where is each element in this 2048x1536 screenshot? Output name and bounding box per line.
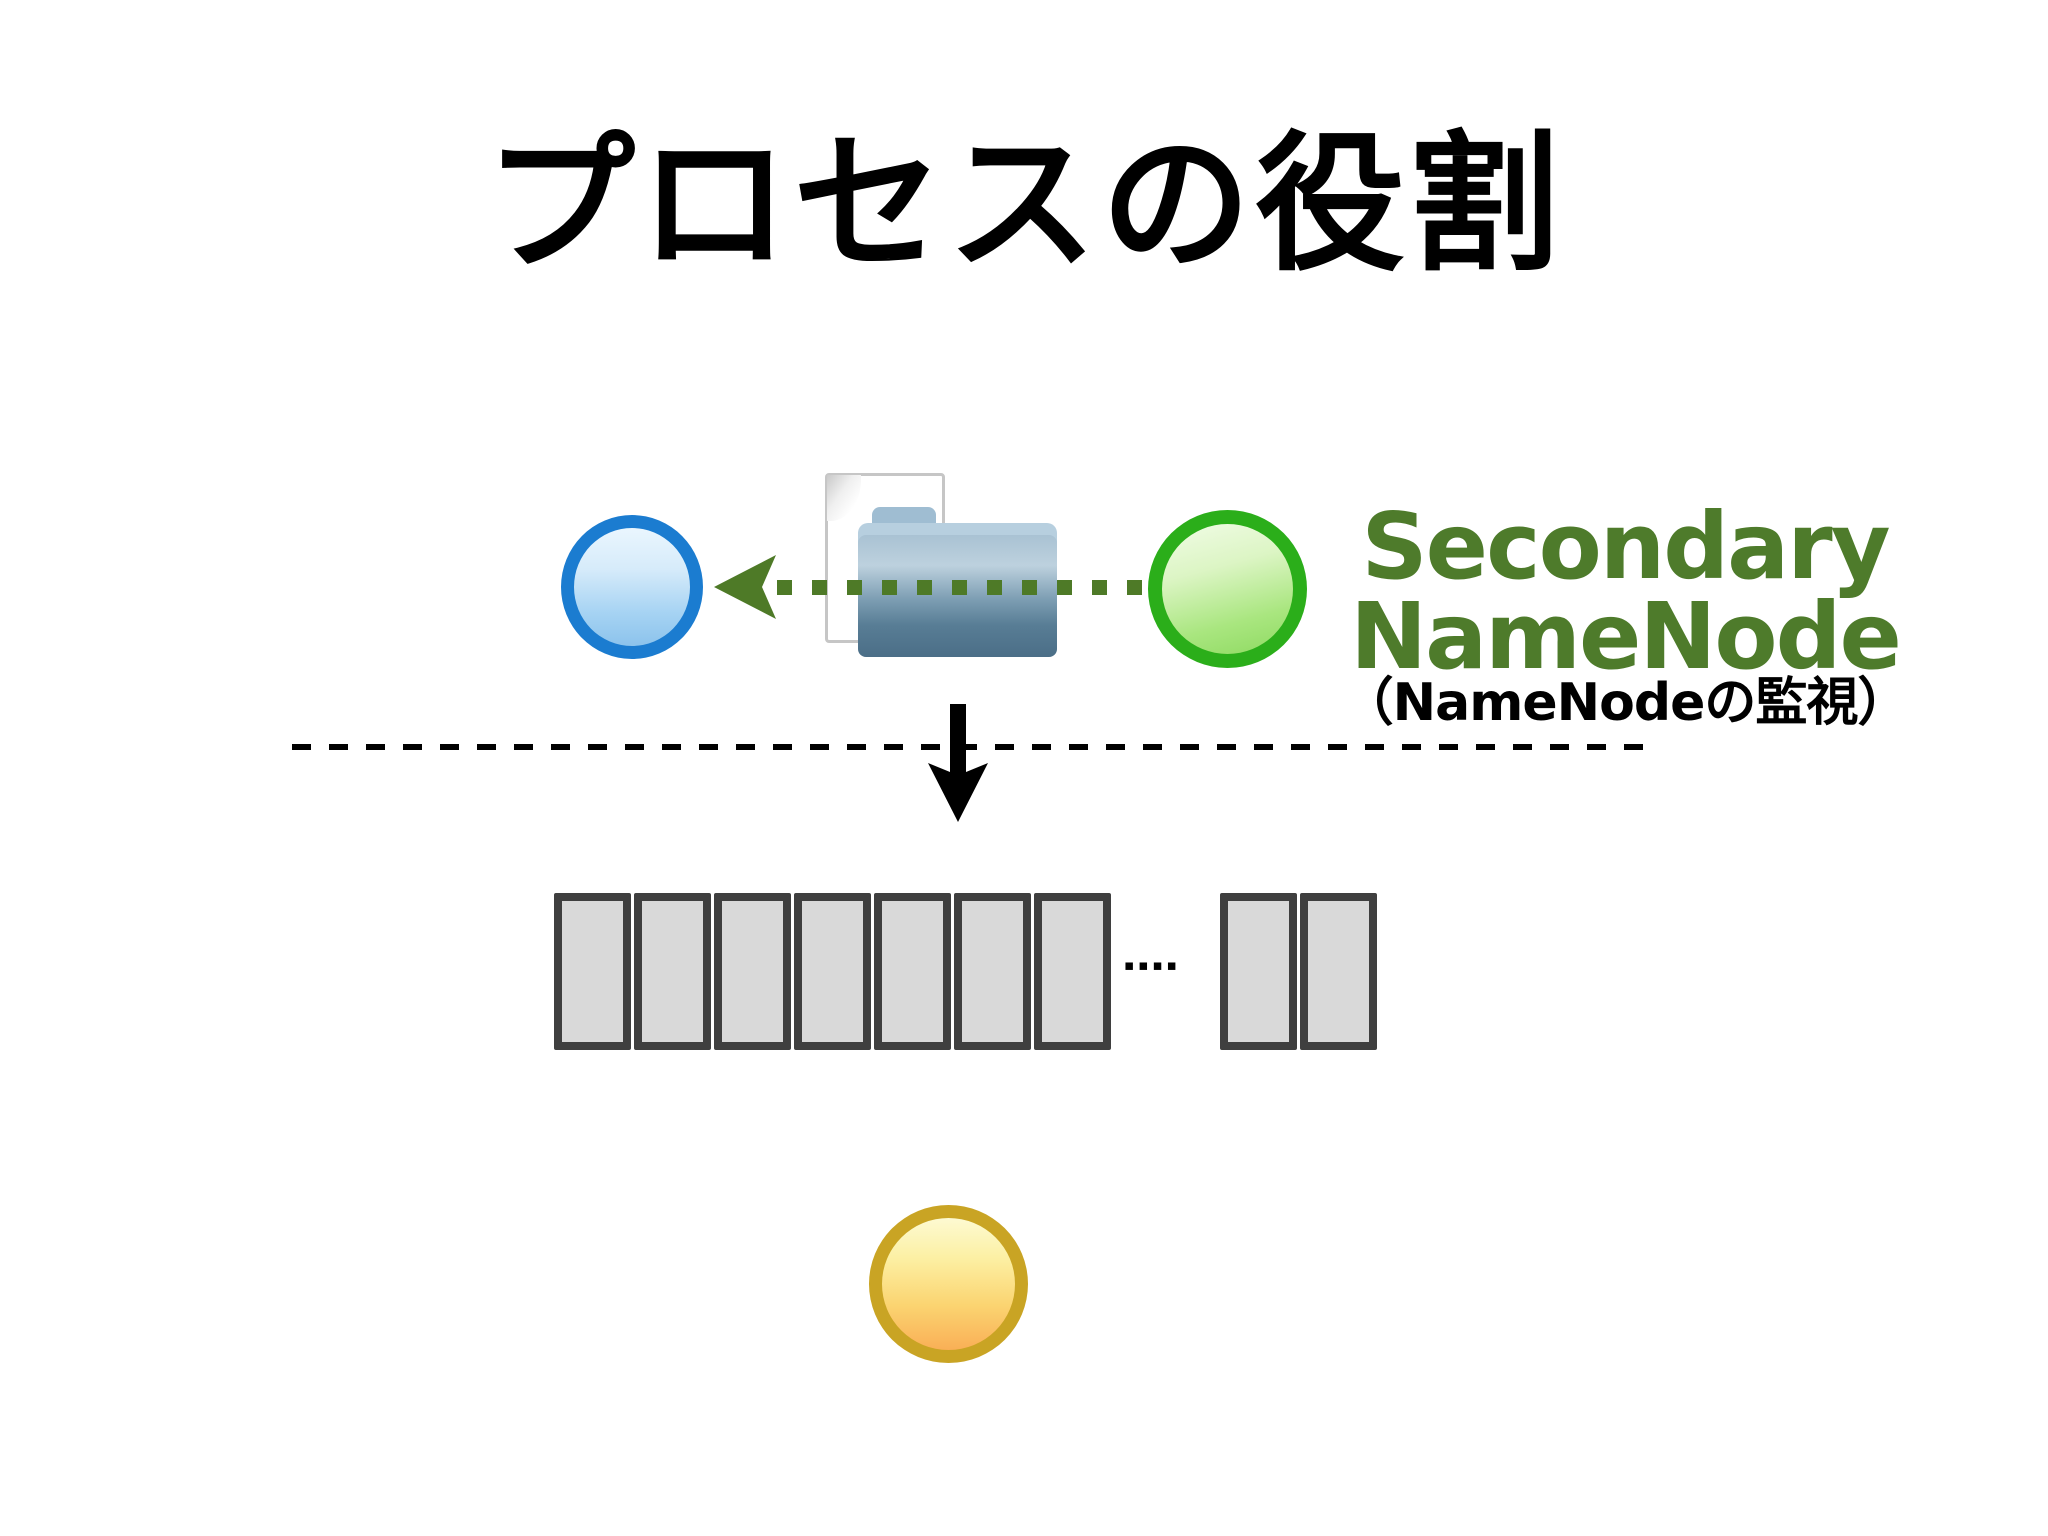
secondary-namenode-label-line1: Secondary [1361,493,1890,600]
row-ellipsis: ▪▪▪▪ [1124,956,1181,974]
worker-block [634,893,711,1050]
worker-block [1220,893,1297,1050]
secondary-namenode-label: Secondary NameNode [1330,493,1920,690]
worker-block [1034,893,1111,1050]
folder-front [858,535,1057,657]
secondary-namenode-note: （NameNodeの監視） [1341,673,1910,733]
secondary-namenode-label-line2: NameNode [1350,583,1902,690]
green-node-circle-icon [1148,510,1307,668]
worker-block [1300,893,1377,1050]
worker-block [874,893,951,1050]
worker-block [714,893,791,1050]
down-arrow-icon [928,704,988,822]
dashed-divider [292,744,1644,750]
dotted-connector-line [777,580,1149,595]
page-curl [827,475,861,521]
slide-title: プロセスの役割 [484,118,1563,292]
worker-block [554,893,631,1050]
yellow-node-circle-icon [869,1205,1028,1363]
worker-block [954,893,1031,1050]
worker-block [794,893,871,1050]
left-arrowhead-icon [714,555,776,619]
blue-node-circle-icon [561,515,703,659]
